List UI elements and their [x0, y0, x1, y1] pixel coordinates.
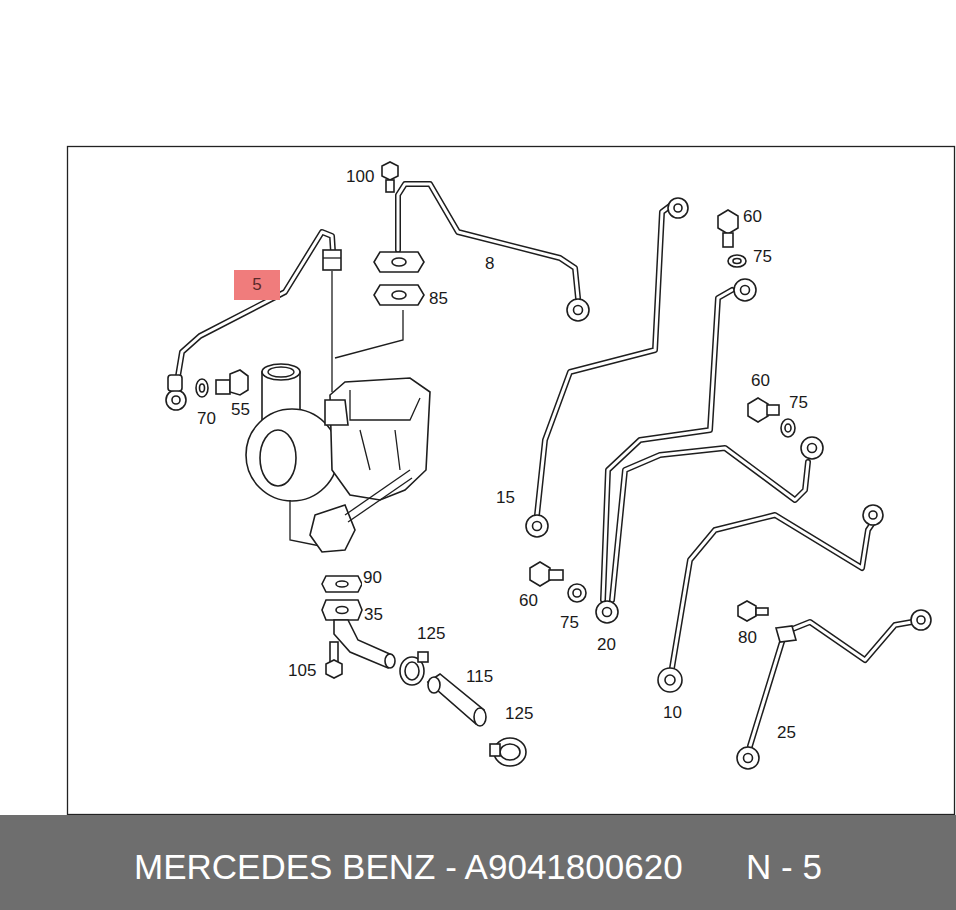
- part-number-band: MERCEDES BENZ - A9041800620 N - 5: [0, 815, 956, 910]
- callout-number: 55: [230, 400, 251, 419]
- callout-number: 70: [196, 409, 217, 428]
- callout-number: 125: [416, 624, 446, 643]
- callout-number: 85: [428, 289, 449, 308]
- callout-number: 105: [287, 661, 317, 680]
- callout-number: 60: [518, 591, 539, 610]
- highlighted-callout: 5: [234, 270, 280, 300]
- callout-number: 100: [345, 167, 375, 186]
- callout-number: 60: [742, 207, 763, 226]
- callout-number: 20: [596, 635, 617, 654]
- callout-number: 8: [484, 254, 495, 273]
- callout-number: 10: [662, 703, 683, 722]
- callout-number: 60: [750, 371, 771, 390]
- callout-number: 15: [495, 488, 516, 507]
- callout-number: 115: [465, 667, 494, 686]
- callout-number: 75: [559, 613, 580, 632]
- callout-number: 125: [504, 704, 534, 723]
- callout-number: 25: [776, 723, 797, 742]
- callout-number: 90: [362, 568, 383, 587]
- callout-number: 75: [788, 393, 809, 412]
- node-text: MERCEDES BENZ - A9041800620: [134, 847, 683, 887]
- callout-number: 75: [752, 247, 773, 266]
- node-subtext: N - 5: [746, 847, 822, 887]
- callout-number: 35: [363, 605, 384, 624]
- callout-number: 80: [737, 628, 758, 647]
- node-text: 5: [252, 275, 261, 295]
